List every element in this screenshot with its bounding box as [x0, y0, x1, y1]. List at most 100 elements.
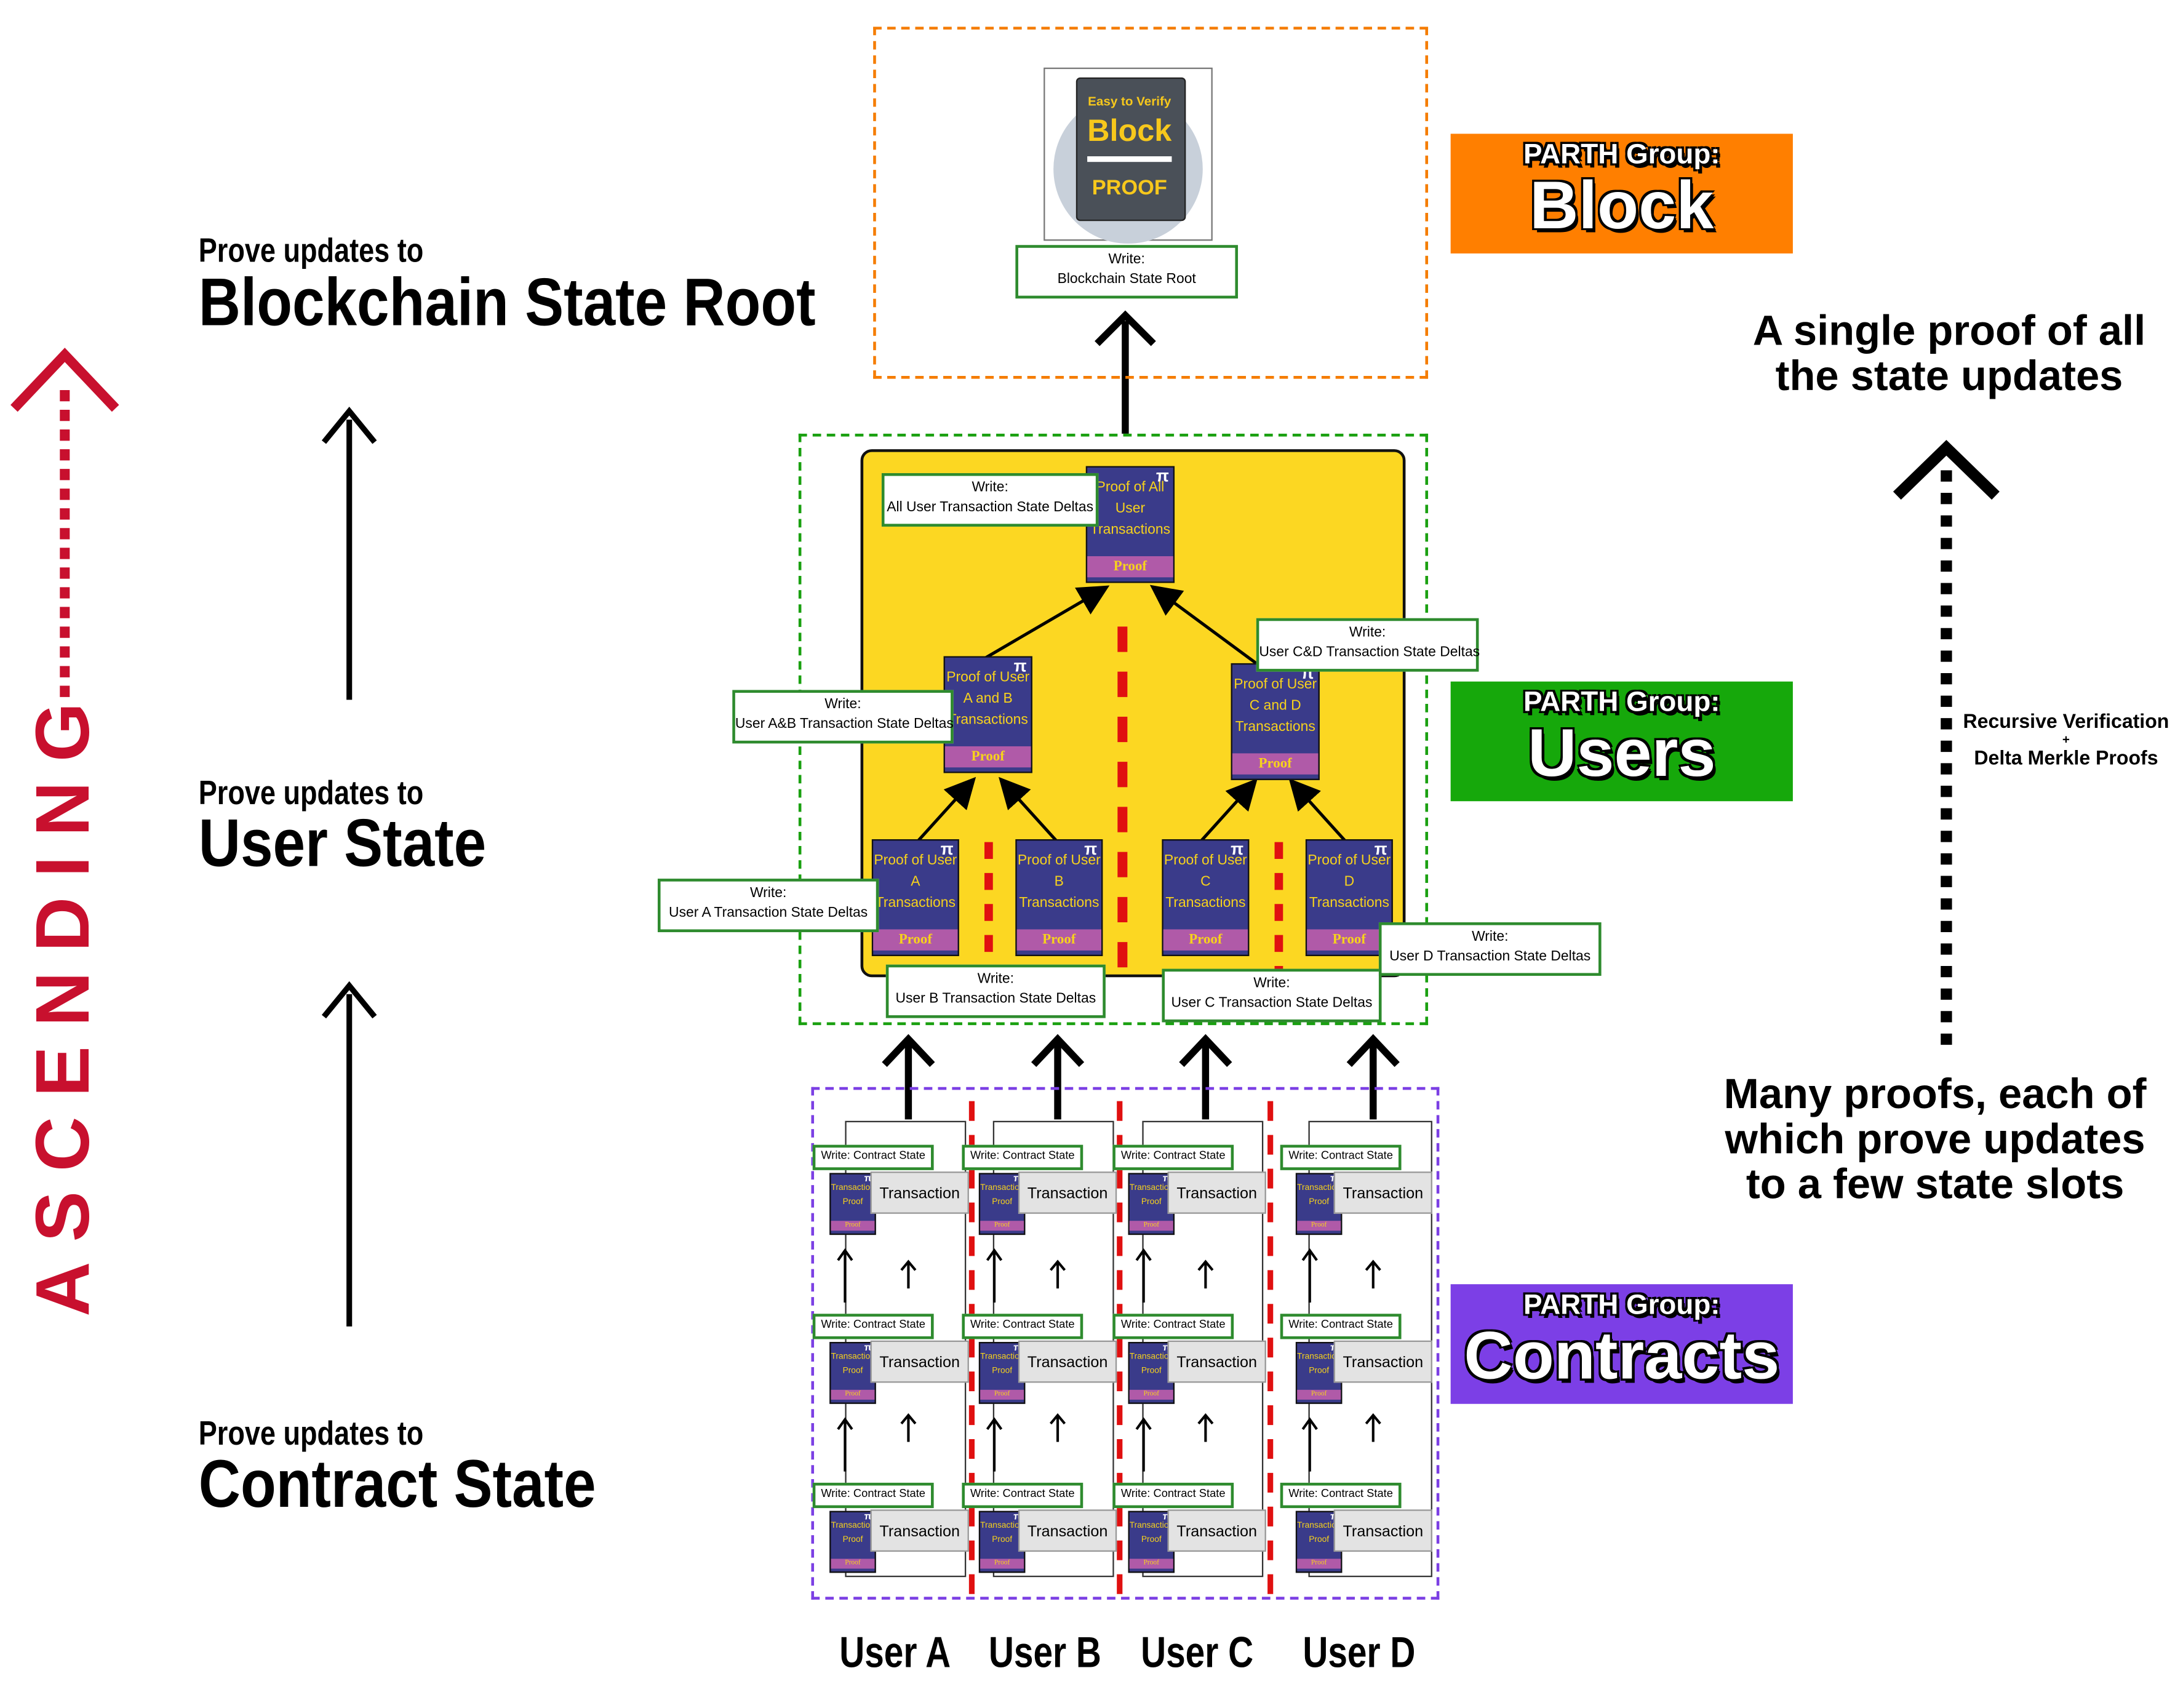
mini-title: Transaction Proof	[1297, 1184, 1341, 1207]
write-label: Write:	[824, 696, 861, 713]
write-box-user-a: Write: User A Transaction State Deltas	[657, 879, 879, 933]
proof-band: Proof	[1232, 753, 1319, 775]
proof-band: Proof	[1163, 929, 1248, 951]
write-contract-d-2: Write: Contract State	[1280, 1314, 1402, 1339]
write-contract-a-2: Write: Contract State	[812, 1314, 934, 1339]
write-contract-c-3: Write: Contract State	[1112, 1482, 1234, 1509]
mini-band: Proof	[1297, 1389, 1341, 1400]
write-label: Write:	[1472, 929, 1509, 945]
user-label-a: User A	[839, 1627, 951, 1677]
block-proof-line3: PROOF	[1092, 176, 1167, 200]
write-box-user-d: Write: User D Transaction State Deltas	[1378, 922, 1602, 976]
mini-title: Transaction Proof	[1297, 1522, 1341, 1545]
block-proof-line1: Easy to Verify	[1088, 94, 1171, 109]
mini-band: Proof	[831, 1558, 875, 1569]
mini-title: Transaction Proof	[831, 1184, 875, 1207]
write-box-user-c: Write: User C Transaction State Deltas	[1162, 968, 1382, 1023]
write-box-root: Write: All User Transaction State Deltas	[881, 473, 1099, 527]
group-name: Users	[1528, 716, 1716, 792]
write-label: Write:	[1108, 252, 1145, 268]
mini-title: Transaction Proof	[1129, 1353, 1174, 1376]
write-contract-b-1: Write: Contract State	[962, 1144, 1084, 1170]
write-value: User A Transaction State Deltas	[669, 905, 868, 921]
user-label-b: User B	[988, 1627, 1101, 1677]
mini-title: Transaction Proof	[1129, 1522, 1174, 1545]
group-users: PARTH Group: Users	[1450, 681, 1793, 802]
mini-title: Transaction Proof	[980, 1353, 1024, 1376]
mini-band: Proof	[831, 1221, 875, 1231]
write-value: All User Transaction State Deltas	[887, 500, 1094, 516]
write-contract-d-1: Write: Contract State	[1280, 1144, 1402, 1170]
mini-title: Transaction Proof	[831, 1353, 875, 1376]
left-arrow-lower	[321, 981, 377, 1327]
mini-band: Proof	[980, 1558, 1024, 1569]
write-value: User C Transaction State Deltas	[1171, 996, 1373, 1012]
transaction-c-2: Transaction	[1167, 1340, 1266, 1383]
transaction-d-2: Transaction	[1333, 1340, 1432, 1383]
user-small-label: Prove updates to	[198, 774, 424, 813]
block-write-box: Write: Blockchain State Root	[1015, 245, 1239, 299]
pi-icon: π	[1084, 839, 1098, 860]
write-value: User C&D Transaction State Deltas	[1259, 645, 1480, 661]
transaction-a-2: Transaction	[870, 1340, 969, 1383]
left-arrow-upper	[321, 407, 377, 700]
user-big-label: User State	[198, 807, 487, 882]
proof-band: Proof	[1087, 556, 1173, 578]
write-label: Write:	[972, 480, 1008, 496]
write-contract-d-3: Write: Contract State	[1280, 1482, 1402, 1509]
group-prefix: PARTH Group:	[1523, 1290, 1720, 1321]
contracts-group-outline	[811, 1087, 1440, 1600]
write-box-ab: Write: User A&B Transaction State Deltas	[732, 690, 954, 744]
ascending-arrow	[10, 348, 119, 697]
proof-title: Proof of User C Transactions	[1163, 853, 1247, 911]
pi-icon: π	[940, 839, 954, 860]
block-proof-line2: Block	[1087, 113, 1172, 148]
transaction-c-3: Transaction	[1167, 1509, 1266, 1552]
write-value: User A&B Transaction State Deltas	[735, 716, 954, 733]
proof-card-ab: π Proof of User A and B Transactions Pro…	[943, 656, 1032, 773]
contract-small-label: Prove updates to	[198, 1415, 424, 1453]
middle-plus: +	[2062, 732, 2070, 746]
mini-title: Transaction Proof	[980, 1522, 1024, 1545]
user-label-d: User D	[1303, 1627, 1416, 1677]
right-middle-text: Recursive Verification + Delta Merkle Pr…	[1960, 709, 2171, 768]
proof-card-root: π Proof of All User Transactions Proof	[1085, 466, 1175, 583]
contract-big-label: Contract State	[198, 1447, 596, 1522]
proof-title: Proof of User D Transactions	[1307, 853, 1391, 911]
write-contract-c-1: Write: Contract State	[1112, 1144, 1234, 1170]
write-value: User B Transaction State Deltas	[895, 991, 1096, 1007]
mini-title: Transaction Proof	[831, 1522, 875, 1545]
mini-band: Proof	[831, 1389, 875, 1400]
mini-band: Proof	[1297, 1558, 1341, 1569]
mini-band: Proof	[1129, 1221, 1173, 1231]
write-contract-b-3: Write: Contract State	[962, 1482, 1084, 1509]
proof-title: Proof of User C and D Transactions	[1234, 677, 1317, 735]
proof-band: Proof	[1307, 929, 1392, 951]
proof-title: Proof of User A Transactions	[874, 853, 957, 911]
write-box-cd: Write: User C&D Transaction State Deltas	[1256, 618, 1480, 672]
write-label: Write:	[1253, 975, 1290, 992]
group-name: Block	[1530, 169, 1714, 244]
proof-card-user-a: π Proof of User A Transactions Proof	[871, 839, 959, 956]
group-prefix: PARTH Group:	[1523, 687, 1720, 719]
block-proof-image: Easy to Verify Block PROOF	[1044, 67, 1213, 244]
mini-band: Proof	[1129, 1389, 1173, 1400]
write-value: Blockchain State Root	[1057, 271, 1196, 287]
write-label: Write:	[977, 972, 1015, 988]
mini-band: Proof	[980, 1389, 1024, 1400]
proof-card-user-b: π Proof of User B Transactions Proof	[1015, 839, 1103, 956]
transaction-b-3: Transaction	[1018, 1509, 1117, 1552]
mini-title: Transaction Proof	[1129, 1184, 1174, 1207]
transaction-d-1: Transaction	[1333, 1171, 1432, 1214]
write-value: User D Transaction State Deltas	[1389, 949, 1591, 965]
mini-band: Proof	[1297, 1221, 1341, 1231]
